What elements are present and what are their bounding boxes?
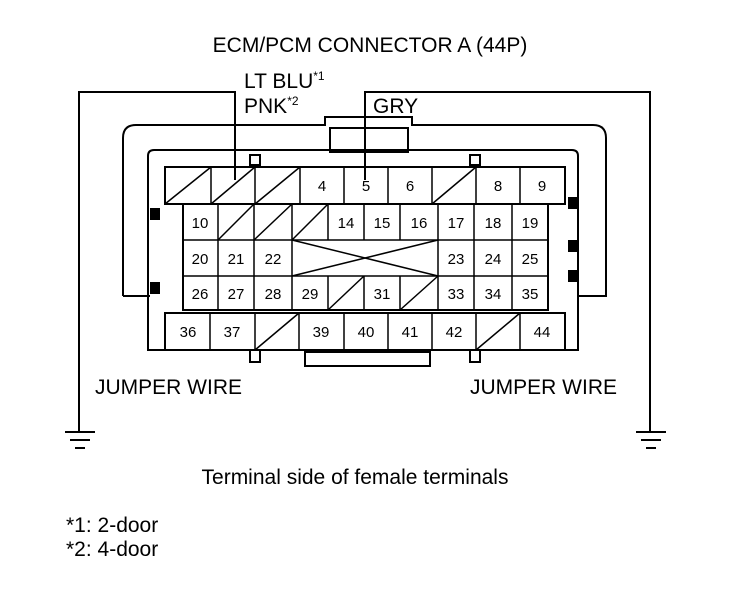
terminal-9: 9 [538,178,546,195]
terminal-40: 40 [358,324,375,341]
terminal-rows-2-4: 10 14 15 16 17 18 19 20 21 22 23 24 25 2… [182,203,549,311]
terminal-33: 33 [448,286,465,303]
terminal-22: 22 [265,251,282,268]
jumper-wire-right-label: JUMPER WIRE [470,376,617,399]
terminal-10: 10 [192,215,209,232]
terminal-14: 14 [338,215,355,232]
terminal-36: 36 [180,324,197,341]
note-1: *1: 2-door [66,514,158,537]
terminal-27: 27 [228,286,245,303]
terminal-18: 18 [485,215,502,232]
right-jumper-wire [364,91,666,449]
terminal-20: 20 [192,251,209,268]
terminal-16: 16 [411,215,428,232]
jumper-wire-left-label: JUMPER WIRE [95,376,242,399]
terminal-29: 29 [302,286,319,303]
terminal-15: 15 [374,215,391,232]
terminal-28: 28 [265,286,282,303]
terminal-41: 41 [402,324,419,341]
caption: Terminal side of female terminals [202,466,509,489]
terminal-34: 34 [485,286,502,303]
left-jumper-wire [65,91,236,449]
terminal-21: 21 [228,251,245,268]
terminal-31: 31 [374,286,391,303]
terminal-37: 37 [224,324,241,341]
terminal-23: 23 [448,251,465,268]
terminal-8: 8 [494,178,502,195]
terminal-39: 39 [313,324,330,341]
connector-housing [122,116,607,367]
terminal-24: 24 [485,251,502,268]
terminal-42: 42 [446,324,463,341]
terminal-19: 19 [522,215,539,232]
diagram-title: ECM/PCM CONNECTOR A (44P) [213,34,528,57]
terminal-row-5: 36 37 39 40 41 42 44 [164,312,566,351]
terminal-17: 17 [448,215,465,232]
lt-blu-label: LT BLU*1 [244,69,325,93]
gry-label: GRY [373,95,418,118]
terminal-44: 44 [534,324,551,341]
terminal-6: 6 [406,178,414,195]
pnk-label: PNK*2 [244,94,299,118]
terminal-35: 35 [522,286,539,303]
note-2: *2: 4-door [66,538,158,561]
terminal-5: 5 [362,178,370,195]
terminal-25: 25 [522,251,539,268]
terminal-4: 4 [318,178,326,195]
terminal-26: 26 [192,286,209,303]
